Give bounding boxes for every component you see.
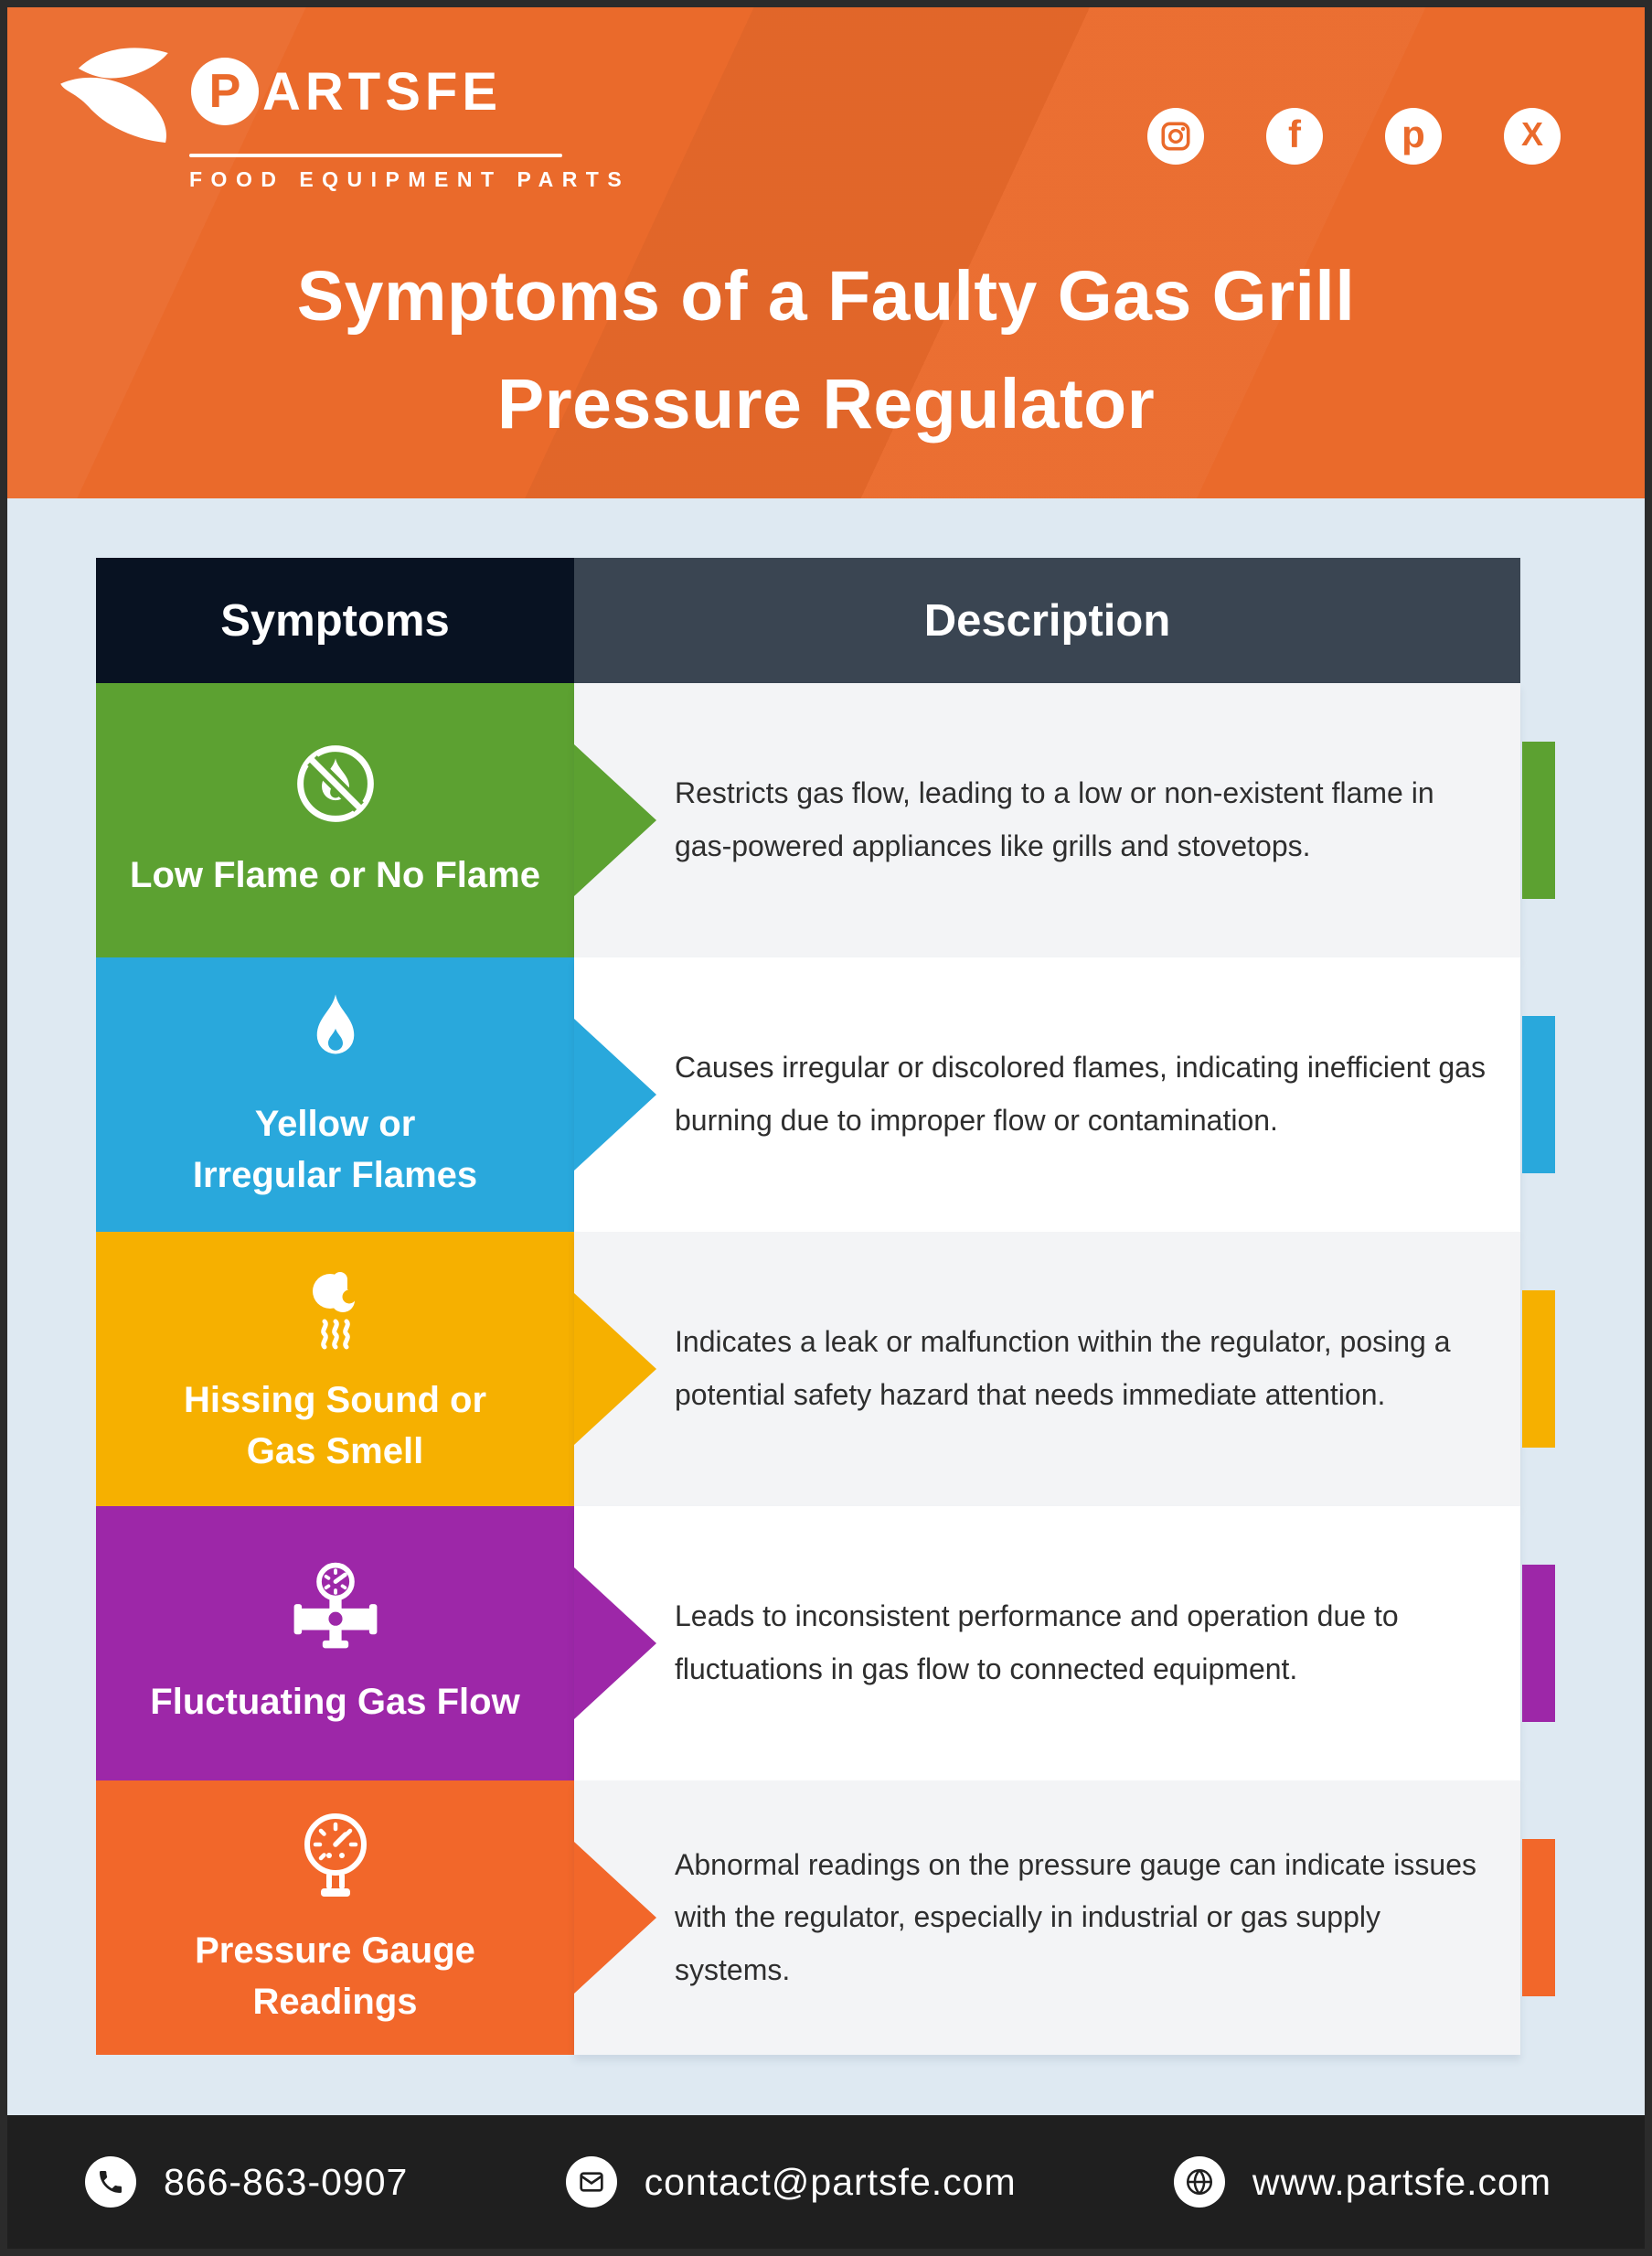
pinterest-glyph: p <box>1402 112 1425 155</box>
row-color-tab <box>1522 742 1555 899</box>
symptom-label: Yellow or Irregular Flames <box>192 1104 478 1195</box>
globe-icon <box>1173 2156 1225 2208</box>
phone-number: 866-863-0907 <box>164 2160 409 2203</box>
facebook-glyph: f <box>1288 112 1301 155</box>
description-text: Indicates a leak or malfunction within t… <box>675 1325 1451 1411</box>
logo-initial: P <box>208 65 241 118</box>
table-row: Yellow or Irregular Flames Causes irregu… <box>96 957 1555 1232</box>
symptom-label: Low Flame or No Flame <box>130 855 540 895</box>
description-cell: Indicates a leak or malfunction within t… <box>574 1232 1520 1506</box>
page-title: Symptoms of a Faulty Gas Grill Pressure … <box>7 243 1645 459</box>
email-icon <box>565 2156 617 2208</box>
no-flame-icon <box>296 745 374 822</box>
description-cell: Abnormal readings on the pressure gauge … <box>574 1780 1520 2055</box>
description-text: Causes irregular or discolored flames, i… <box>675 1051 1486 1137</box>
x-glyph: X <box>1520 115 1543 153</box>
phone-contact[interactable]: 866-863-0907 <box>85 2156 408 2208</box>
symptom-cell: Hissing Sound or Gas Smell <box>96 1232 574 1506</box>
symptom-cell: Fluctuating Gas Flow <box>96 1506 574 1780</box>
email-address: contact@partsfe.com <box>644 2160 1017 2203</box>
footer: 866-863-0907 contact@partsfe.com www.par… <box>7 2115 1645 2249</box>
symptoms-table: Symptoms Description Low Flame or No Fla… <box>96 558 1555 2055</box>
description-text: Restricts gas flow, leading to a low or … <box>675 776 1434 862</box>
symptom-label: Pressure Gauge Readings <box>195 1930 475 2022</box>
page-title-line2: Pressure Regulator <box>496 364 1156 444</box>
pressure-gauge-icon <box>304 1813 367 1897</box>
website-contact[interactable]: www.partsfe.com <box>1173 2156 1551 2208</box>
email-contact[interactable]: contact@partsfe.com <box>565 2156 1017 2208</box>
facebook-icon[interactable]: f <box>1266 108 1323 165</box>
symptoms-column-header: Symptoms <box>96 558 574 683</box>
logo-wordmark: ARTSFE <box>262 61 502 122</box>
x-icon[interactable]: X <box>1504 108 1561 165</box>
bird-flame-icon <box>60 48 168 143</box>
pinterest-icon[interactable]: p <box>1385 108 1442 165</box>
row-color-tab <box>1522 1565 1555 1722</box>
phone-icon <box>85 2156 136 2208</box>
symptom-label: Fluctuating Gas Flow <box>150 1682 520 1722</box>
description-text: Abnormal readings on the pressure gauge … <box>675 1847 1476 1986</box>
header: P ARTSFE FOOD EQUIPMENT PARTS f p X Symp… <box>7 7 1645 498</box>
main-content: Symptoms Description Low Flame or No Fla… <box>7 498 1645 2115</box>
row-color-tab <box>1522 1016 1555 1173</box>
brand-tagline: FOOD EQUIPMENT PARTS <box>189 167 631 191</box>
social-links: f p X <box>1147 108 1561 165</box>
table-row: Hissing Sound or Gas Smell Indicates a l… <box>96 1232 1555 1506</box>
description-text: Leads to inconsistent performance and op… <box>675 1599 1399 1685</box>
page-title-line1: Symptoms of a Faulty Gas Grill <box>296 257 1356 336</box>
flame-icon <box>316 994 354 1054</box>
description-column-header: Description <box>574 558 1520 683</box>
symptom-cell: Pressure Gauge Readings <box>96 1780 574 2055</box>
logo-divider <box>189 154 562 157</box>
gas-smell-icon <box>312 1272 356 1350</box>
table-row: Pressure Gauge Readings Abnormal reading… <box>96 1780 1555 2055</box>
row-color-tab <box>1522 1290 1555 1448</box>
table-row: Fluctuating Gas Flow Leads to inconsiste… <box>96 1506 1555 1780</box>
symptom-cell: Low Flame or No Flame <box>96 683 574 957</box>
description-cell: Causes irregular or discolored flames, i… <box>574 957 1520 1232</box>
logo-p-badge: P <box>191 58 259 125</box>
table-row: Low Flame or No Flame Restricts gas flow… <box>96 683 1555 957</box>
symptom-cell: Yellow or Irregular Flames <box>96 957 574 1232</box>
instagram-icon[interactable] <box>1147 108 1204 165</box>
website-url: www.partsfe.com <box>1252 2160 1551 2203</box>
brand-logo: P ARTSFE FOOD EQUIPMENT PARTS <box>50 40 630 192</box>
table-header-row: Symptoms Description <box>96 558 1520 683</box>
gas-regulator-icon <box>293 1562 377 1649</box>
description-cell: Leads to inconsistent performance and op… <box>574 1506 1520 1780</box>
symptom-label: Hissing Sound or Gas Smell <box>183 1380 487 1471</box>
row-color-tab <box>1522 1839 1555 1996</box>
description-cell: Restricts gas flow, leading to a low or … <box>574 683 1520 957</box>
